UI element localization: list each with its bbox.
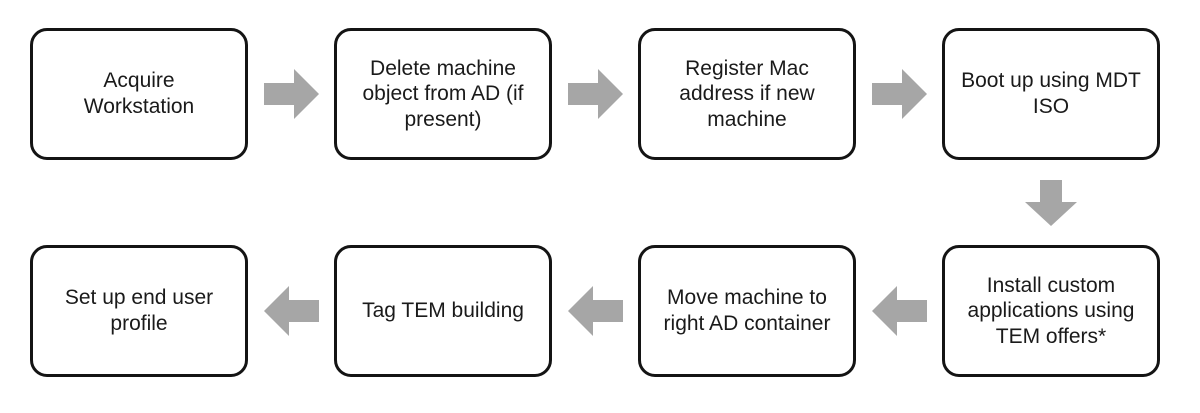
flow-step-register-mac-address: Register Mac address if new machine [638, 28, 856, 160]
flow-step-delete-machine-object: Delete machine object from AD (if presen… [334, 28, 552, 160]
flow-step-setup-end-user-profile: Set up end user profile [30, 245, 248, 377]
left-arrow-icon [263, 286, 319, 336]
arrow-cell [942, 160, 1160, 245]
flow-step-install-custom-applications: Install custom applications using TEM of… [942, 245, 1160, 377]
arrow-cell [248, 28, 334, 160]
flow-step-label: Boot up using MDT ISO [961, 69, 1141, 118]
left-arrow-icon [567, 286, 623, 336]
flow-step-boot-mdt-iso: Boot up using MDT ISO [942, 28, 1160, 160]
arrow-cell [856, 28, 942, 160]
arrow-cell [552, 28, 638, 160]
flow-step-acquire-workstation: Acquire Workstation [30, 28, 248, 160]
flow-step-label: Acquire Workstation [83, 69, 195, 118]
flow-step-move-machine-ad-container: Move machine to right AD container [638, 245, 856, 377]
flow-step-tag-tem-building: Tag TEM building [334, 245, 552, 377]
arrow-cell [248, 245, 334, 377]
right-arrow-icon [871, 69, 927, 119]
flowchart-grid: Acquire Workstation Delete machine objec… [30, 28, 1160, 377]
arrow-cell [856, 245, 942, 377]
down-arrow-icon [1025, 179, 1077, 226]
flow-step-label: Set up end user profile [64, 286, 214, 335]
arrow-cell [552, 245, 638, 377]
flow-step-label: Register Mac address if new machine [679, 56, 815, 131]
left-arrow-icon [871, 286, 927, 336]
flow-step-label: Delete machine object from AD (if presen… [362, 56, 524, 131]
flow-step-label: Move machine to right AD container [663, 286, 831, 335]
right-arrow-icon [263, 69, 319, 119]
flow-step-label: Install custom applications using TEM of… [967, 273, 1135, 348]
flow-step-label: Tag TEM building [362, 299, 524, 323]
right-arrow-icon [567, 69, 623, 119]
